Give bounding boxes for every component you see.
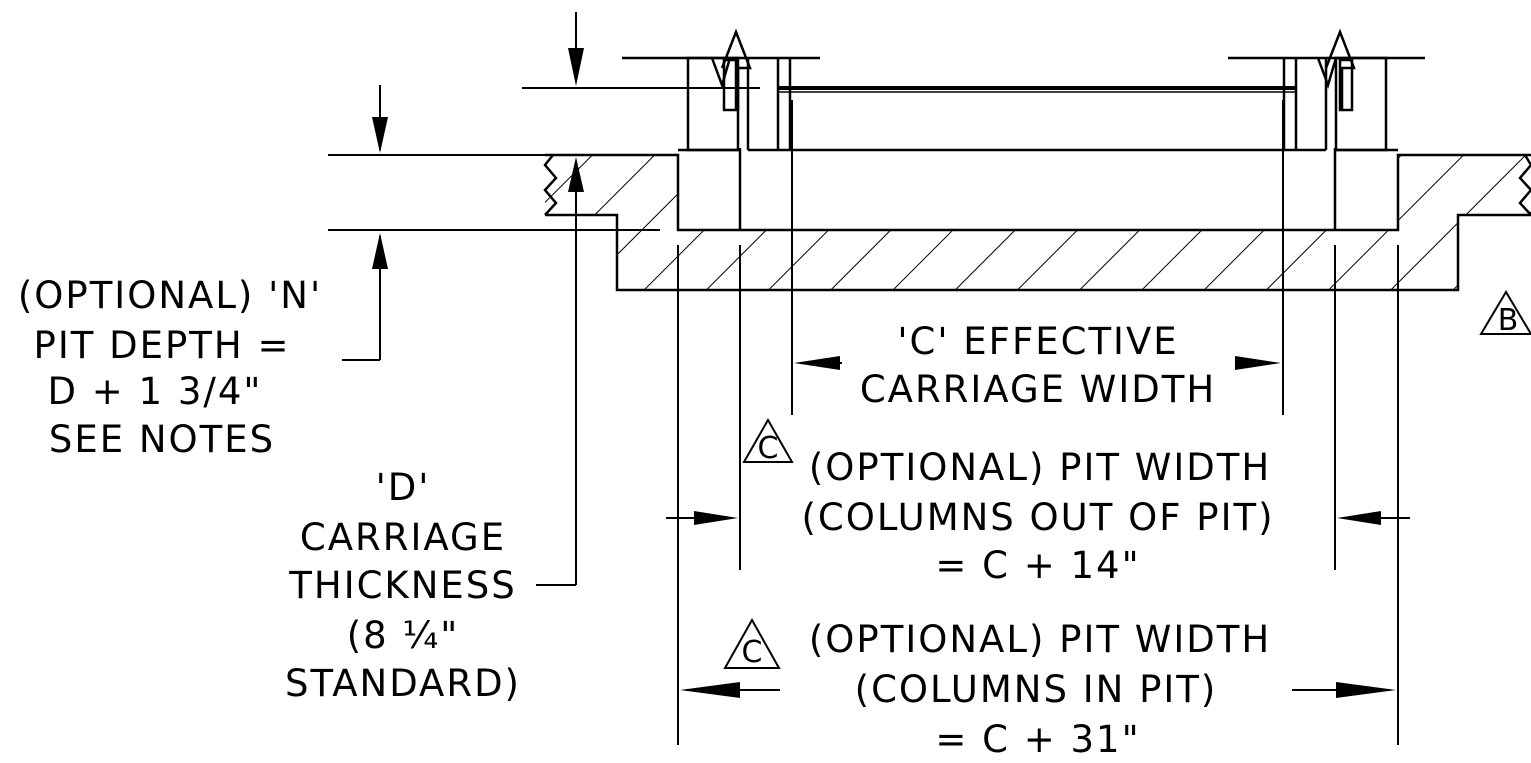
effective-width-line: 'C' EFFECTIVE — [897, 320, 1178, 363]
pit-width-in-line: = C + 31" — [935, 718, 1140, 761]
arrowhead — [1235, 356, 1281, 370]
arrowhead — [794, 356, 840, 370]
concrete-hatch — [545, 155, 1531, 290]
concrete-outline — [545, 153, 1531, 292]
arrowhead — [372, 117, 388, 153]
carriage-thickness-label: 'D' CARRIAGE THICKNESS (8 ¼" STANDARD) — [285, 466, 521, 705]
effective-width-line: CARRIAGE WIDTH — [860, 368, 1216, 411]
svg-text:C: C — [742, 635, 763, 670]
arrowhead — [372, 233, 388, 269]
pit-width-in-line: (OPTIONAL) PIT WIDTH — [809, 618, 1271, 661]
pit-width-out-label: (OPTIONAL) PIT WIDTH (COLUMNS OUT OF PIT… — [801, 446, 1274, 587]
break-line-left — [543, 154, 558, 216]
pit-width-out-line: (OPTIONAL) PIT WIDTH — [809, 446, 1271, 489]
carriage-assembly — [622, 28, 1425, 152]
right-column — [1334, 56, 1388, 152]
svg-text:B: B — [1498, 303, 1519, 338]
effective-width-label: 'C' EFFECTIVE CARRIAGE WIDTH — [860, 320, 1216, 411]
revision-marker-bottom: C — [723, 617, 781, 670]
carriage-thickness-line: CARRIAGE — [300, 516, 506, 559]
revision-triangle-icon — [742, 417, 794, 463]
arrowhead — [1337, 511, 1381, 525]
revision-marker-top: C — [742, 417, 794, 466]
pit-width-out-line: (COLUMNS OUT OF PIT) — [801, 496, 1274, 539]
carriage-thickness-line: STANDARD) — [285, 662, 521, 705]
pit-depth-line: SEE NOTES — [49, 418, 275, 461]
svg-text:C: C — [758, 431, 779, 466]
revision-triangle-icon — [1479, 290, 1531, 335]
carriage-thickness-line: 'D' — [376, 466, 431, 509]
dimension-arrowheads — [372, 48, 1396, 698]
break-line-right — [1518, 154, 1531, 216]
pit-depth-line: D + 1 3/4" — [48, 370, 263, 413]
pit-depth-line: (OPTIONAL) 'N' — [18, 274, 322, 317]
revision-marker-right: B — [1479, 290, 1531, 338]
pit-depth-line: PIT DEPTH = — [34, 324, 291, 367]
arrowhead — [694, 511, 738, 525]
left-column — [686, 56, 740, 152]
arrowhead — [680, 682, 740, 698]
arrowhead — [1336, 682, 1396, 698]
pit-width-out-line: = C + 14" — [935, 544, 1140, 587]
arrowhead — [568, 48, 584, 86]
carriage-thickness-line: (8 ¼" — [347, 614, 460, 657]
arrowhead — [568, 157, 584, 192]
concrete-section — [543, 148, 1531, 292]
pit-width-in-label: (OPTIONAL) PIT WIDTH (COLUMNS IN PIT) = … — [809, 618, 1271, 761]
carriage-thickness-line: THICKNESS — [288, 564, 516, 607]
revision-triangle-icon — [723, 617, 781, 669]
pit-depth-label: (OPTIONAL) 'N' PIT DEPTH = D + 1 3/4" SE… — [18, 274, 322, 461]
pit-width-in-line: (COLUMNS IN PIT) — [855, 668, 1218, 711]
